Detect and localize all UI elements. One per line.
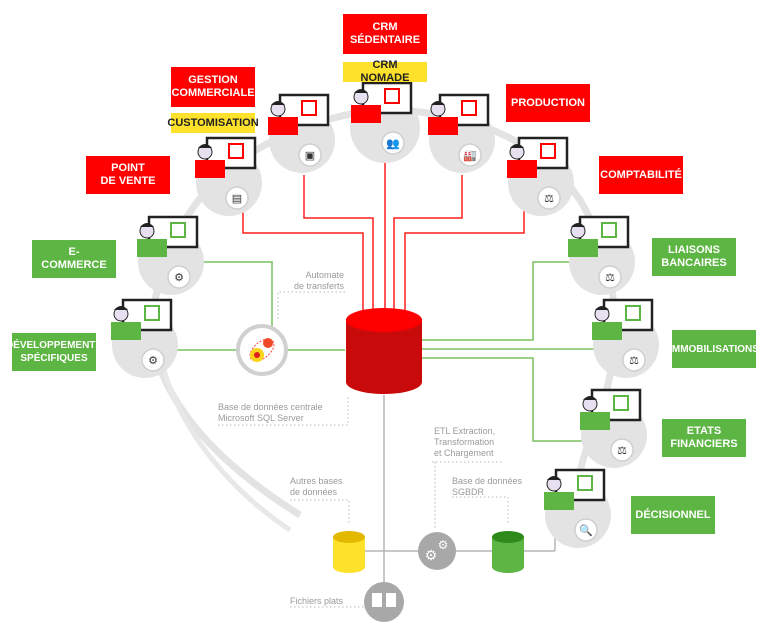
badge-circle [610, 438, 634, 462]
bank-user-figure-icon [568, 222, 617, 257]
connector-e-commerce [196, 261, 273, 350]
documents-icon[interactable] [364, 582, 404, 622]
note-transfer-automaton: Automate de transferts [293, 270, 344, 291]
dashboard-user-figure-icon [544, 475, 593, 510]
scales-icon: ⚖ [544, 193, 554, 205]
green-connectors [170, 261, 595, 442]
sgbdr-database[interactable] [492, 531, 524, 573]
basket-user-figure-icon [137, 222, 186, 257]
svg-text:⚙: ⚙ [425, 547, 438, 563]
scales-icon: ⚖ [629, 355, 639, 367]
gears-icon: ⚙ [148, 355, 158, 367]
note-leaders [218, 291, 509, 608]
cashier-figure-icon [195, 143, 244, 178]
note-central-db: Base de données centrale Microsoft SQL S… [218, 402, 323, 423]
accountant-figure-icon [507, 143, 556, 178]
label-customisation[interactable]: CUSTOMISATION [167, 113, 259, 133]
factory-icon: 🏭 [463, 149, 477, 162]
etl-gears-icon[interactable]: ⚙⚙ [418, 532, 456, 570]
chart-worker-figure-icon [428, 100, 477, 135]
note-other-dbs: Autres bases de données [290, 476, 343, 497]
euro-user-figure-icon [580, 395, 629, 430]
module-node-immobilisations[interactable]: ⚖ [592, 298, 659, 378]
label-production[interactable]: PRODUCTION [506, 84, 590, 122]
module-node-developpements-specifiques[interactable]: ⚙ [111, 298, 178, 378]
label-e-commerce[interactable]: E-COMMERCE [32, 240, 116, 278]
label-crm-sedentaire[interactable]: CRM SÉDENTAIRE [343, 14, 427, 54]
label-crm-nomade[interactable]: CRM NOMADE [343, 59, 427, 84]
module-node-gestion-commerciale[interactable]: ▣ [268, 93, 335, 173]
badge-circle [298, 143, 322, 167]
badge-circle [537, 186, 561, 210]
badge-circle [622, 348, 646, 372]
connector-liaisons-bancaires [422, 261, 570, 341]
label-comptabilite[interactable]: COMPTABILITÉ [599, 156, 683, 194]
label-etats-financiers[interactable]: ETATS FINANCIERS [662, 419, 746, 457]
module-node-liaisons-bancaires[interactable]: ⚖ [568, 215, 635, 295]
connector-production [393, 175, 463, 316]
connector-gestion-commerciale [303, 175, 374, 316]
cash-register-icon: ▤ [232, 193, 242, 205]
module-node-e-commerce[interactable]: ⚙ [137, 215, 204, 295]
badge-circle [598, 265, 622, 289]
assets-user-figure-icon [592, 305, 641, 340]
badge-circle [458, 143, 482, 167]
label-immobilisations[interactable]: IMMOBILISATIONS [669, 330, 759, 368]
scales-icon: ⚖ [605, 272, 615, 284]
warehouse-figure-icon [111, 305, 160, 340]
module-node-comptabilite[interactable]: ⚖ [507, 136, 574, 216]
badge-circle [574, 518, 598, 542]
module-node-point-de-vente[interactable]: ▤ [195, 136, 262, 216]
users-icon: 👥 [386, 138, 400, 150]
connector-etats-financiers [422, 357, 585, 442]
label-decisionnel[interactable]: DÉCISIONNEL [631, 496, 715, 534]
scales-icon: ⚖ [617, 445, 627, 457]
label-developpements-specifiques[interactable]: DÉVELOPPEMENTS SPÉCIFIQUES [6, 333, 102, 371]
badge-circle [381, 131, 405, 155]
note-sgbdr-db: Base de données SGBDR [452, 476, 523, 497]
badge-circle [225, 186, 249, 210]
boxes-icon: ▣ [305, 150, 315, 162]
connector-comptabilite [404, 200, 525, 318]
label-gestion-commerciale[interactable]: GESTION COMMERCIALE [171, 67, 255, 107]
module-node-crm-sedentaire[interactable]: 👥 [350, 81, 420, 163]
module-node-decisionnel[interactable]: 🔍 [544, 468, 611, 548]
badge-circle [167, 265, 191, 289]
gears-icon: ⚙ [174, 272, 184, 284]
badge-circle [141, 348, 165, 372]
note-etl: ETL Extraction, Transformation et Charge… [434, 426, 496, 458]
note-flat-files: Fichiers plats [290, 596, 344, 606]
svg-text:⚙: ⚙ [438, 538, 449, 552]
central-database[interactable] [346, 308, 422, 394]
label-point-de-vente[interactable]: POINT DE VENTE [86, 156, 170, 194]
module-node-production[interactable]: 🏭 [428, 93, 495, 173]
other-databases[interactable] [333, 531, 365, 573]
label-liaisons-bancaires[interactable]: LIAISONS BANCAIRES [652, 238, 736, 276]
crm-user-figure-icon [351, 88, 400, 123]
module-node-etats-financiers[interactable]: ⚖ [580, 388, 647, 468]
transfer-gears-icon[interactable] [236, 324, 288, 376]
magnifier-icon: 🔍 [579, 523, 593, 537]
keypad-user-figure-icon [268, 100, 317, 135]
red-connectors [242, 162, 525, 318]
connector-point-de-vente [242, 200, 364, 318]
